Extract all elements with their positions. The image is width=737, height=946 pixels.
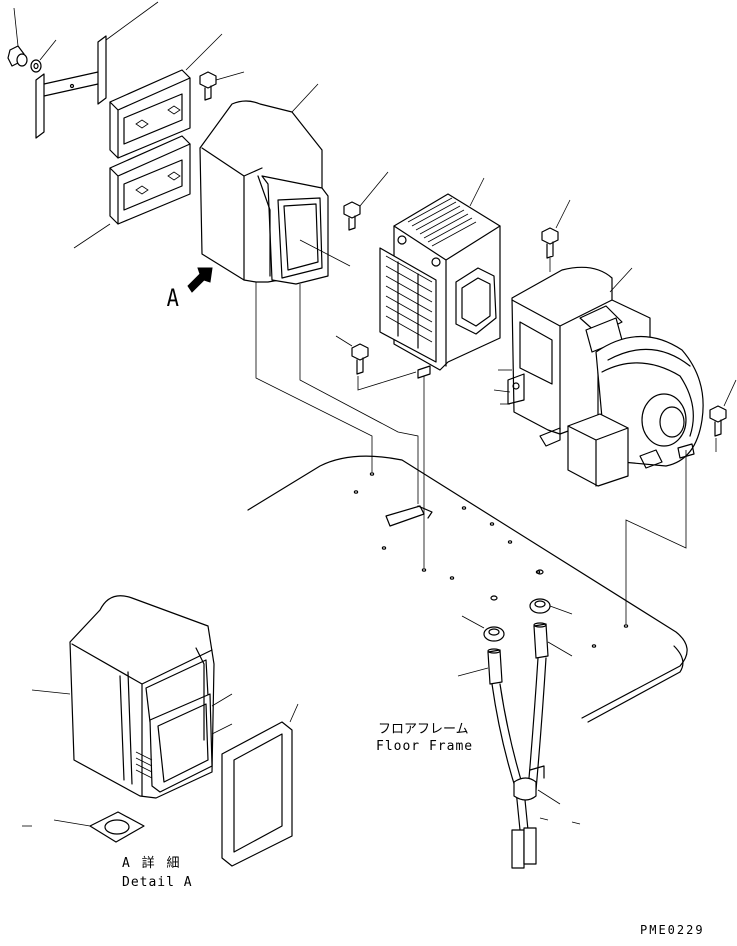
hose-clamp [513, 765, 561, 805]
floor-frame-label-jp: フロアフレーム [378, 722, 469, 737]
detail-a-housing [31, 595, 233, 799]
blower-outlet-duct [539, 413, 629, 487]
washer [30, 39, 57, 73]
hose-ends [511, 817, 581, 869]
bolt-2 [343, 171, 389, 231]
bolt-3 [335, 335, 369, 375]
bolt-1 [199, 71, 245, 101]
detail-a-grommet-plate [22, 811, 145, 843]
floor-frame [247, 455, 688, 723]
detail-a-filter-frame [221, 703, 299, 867]
heater-core [379, 177, 501, 379]
view-arrow-a: A [167, 267, 213, 312]
assembly-lines [255, 258, 717, 624]
filter-cartridge-lower [73, 135, 191, 249]
bolt-5 [709, 379, 737, 437]
view-marker-label: A [167, 284, 179, 312]
drawing-code: PME0229 [640, 923, 705, 937]
drain-hose-right [527, 622, 573, 791]
wing-nut [7, 7, 28, 67]
filter-cartridge-upper [109, 33, 223, 159]
drain-grommet-right [529, 569, 573, 615]
drain-grommet-left [461, 595, 505, 642]
detail-a-label-en: Detail A [122, 875, 193, 890]
intake-duct-housing [199, 83, 351, 285]
floor-frame-holes [353, 472, 629, 648]
detail-a-label-jp: A 詳 細 [122, 855, 181, 871]
bolt-4 [541, 199, 571, 259]
floor-frame-label-en: Floor Frame [376, 739, 473, 754]
mounting-bracket [35, 1, 159, 139]
